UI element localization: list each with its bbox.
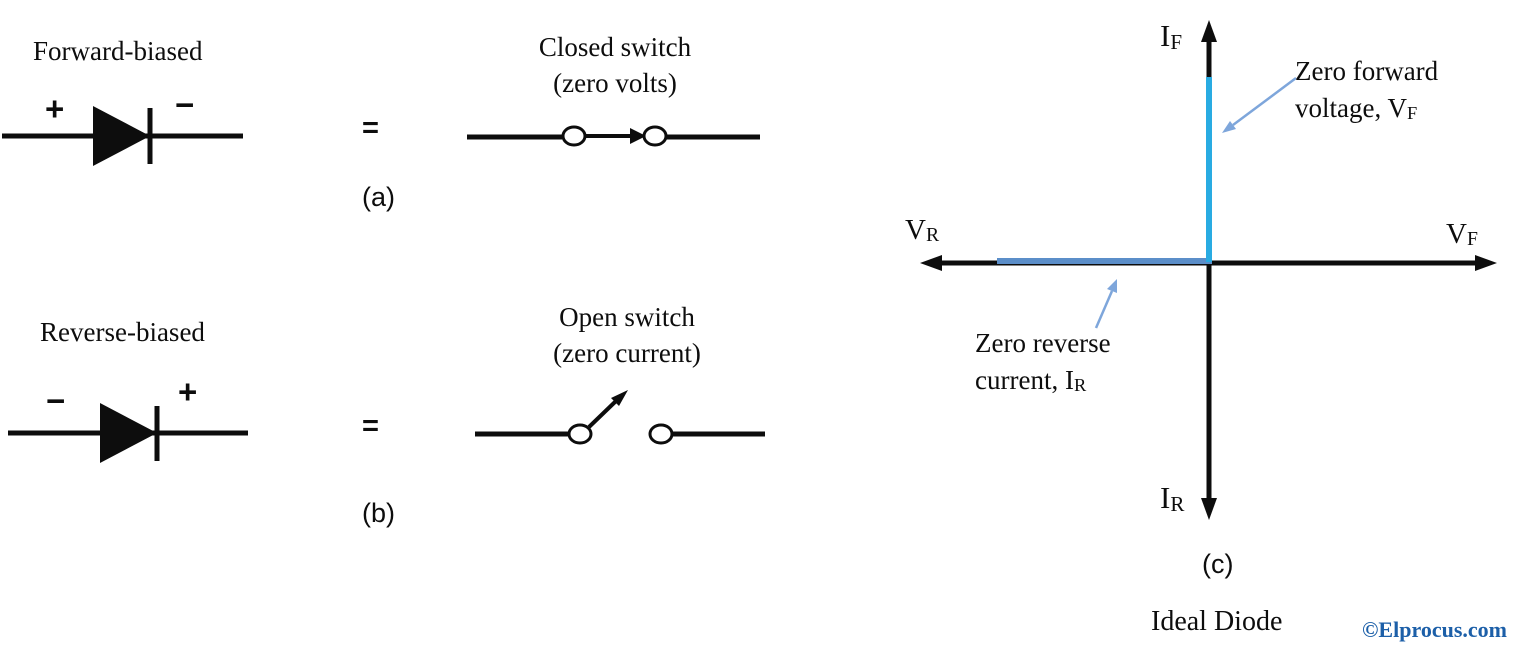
forward-diode-symbol	[2, 106, 243, 166]
axis-label-vf-main: V	[1446, 218, 1467, 250]
closed-switch-drawing	[467, 125, 760, 147]
annotation-arrow-forward-head	[1222, 121, 1236, 133]
reverse-diode-symbol	[8, 403, 248, 463]
annotation-forward-line2-pre: voltage, V	[1295, 93, 1407, 123]
open-switch-left-contact	[567, 423, 593, 445]
annotation-zero-reverse-current: Zero reverse current, IR	[975, 325, 1111, 399]
open-switch-title: Open switch	[559, 302, 695, 332]
open-switch-blade-arrowhead	[611, 390, 628, 406]
forward-biased-title: Forward-biased	[33, 36, 203, 66]
open-switch-drawing	[475, 390, 765, 445]
open-switch-right-contact	[648, 423, 674, 445]
axis-label-vr: VR	[905, 214, 939, 247]
annotation-reverse-line1: Zero reverse	[975, 328, 1111, 358]
elprocus-watermark: ©Elprocus.com	[1362, 617, 1507, 642]
graph-title-ideal-diode: Ideal Diode	[1151, 606, 1283, 637]
axis-label-vf-sub: F	[1466, 228, 1478, 251]
annotation-arrow-forward	[1222, 76, 1297, 133]
caption-b: (b)	[362, 498, 395, 528]
axis-label-if: IF	[1160, 18, 1182, 54]
annotation-reverse-line2-sub: R	[1073, 375, 1087, 396]
closed-switch-left-contact	[561, 125, 587, 147]
forward-anode-plus-sign: +	[45, 90, 65, 127]
reverse-biased-title: Reverse-biased	[40, 317, 205, 347]
annotation-forward-line2-sub: F	[1406, 103, 1418, 124]
annotation-arrow-forward-line	[1232, 76, 1297, 127]
axis-label-if-sub: F	[1170, 29, 1183, 54]
closed-switch-right-contact	[642, 125, 668, 147]
annotation-forward-line2: voltage, VF	[1295, 90, 1438, 127]
open-switch-subtitle: (zero current)	[553, 338, 701, 368]
caption-c: (c)	[1202, 549, 1234, 579]
axis-label-ir: IR	[1160, 480, 1184, 516]
equals-sign-a: =	[362, 112, 379, 144]
closed-switch-blade-arrowhead	[630, 128, 646, 144]
current-axis-down-arrowhead	[1201, 498, 1217, 520]
axis-label-vr-main: V	[905, 214, 926, 246]
axis-label-ir-main: I	[1160, 480, 1171, 515]
reverse-cathode-plus-sign: +	[178, 373, 198, 410]
equals-sign-b: =	[362, 410, 379, 442]
forward-diode-anode-triangle	[93, 106, 150, 166]
axis-label-vf: VF	[1446, 218, 1478, 251]
axis-label-if-main: I	[1160, 18, 1171, 53]
axis-label-vr-sub: R	[925, 224, 940, 247]
caption-a: (a)	[362, 182, 395, 212]
annotation-forward-line1: Zero forward	[1295, 56, 1439, 86]
annotation-reverse-line2: current, IR	[975, 362, 1111, 399]
annotation-arrow-reverse-head	[1107, 279, 1117, 293]
open-switch-blade	[587, 399, 618, 429]
voltage-axis-right-arrowhead	[1475, 255, 1497, 271]
forward-cathode-minus-sign: −	[175, 86, 195, 123]
annotation-reverse-line2-pre: current, I	[975, 365, 1074, 395]
annotation-arrow-reverse	[1094, 279, 1117, 329]
axis-label-ir-sub: R	[1170, 491, 1185, 516]
reverse-anode-minus-sign: −	[46, 382, 66, 419]
reverse-diode-anode-triangle	[100, 403, 157, 463]
closed-switch-subtitle: (zero volts)	[553, 68, 677, 98]
voltage-axis-left-arrowhead	[920, 255, 942, 271]
closed-switch-title: Closed switch	[538, 32, 692, 62]
annotation-arrow-reverse-line	[1094, 290, 1114, 329]
current-axis-up-arrowhead	[1201, 20, 1217, 42]
annotation-zero-forward-voltage: Zero forward voltage, VF	[1295, 53, 1438, 127]
iv-characteristic-curve	[997, 77, 1212, 264]
